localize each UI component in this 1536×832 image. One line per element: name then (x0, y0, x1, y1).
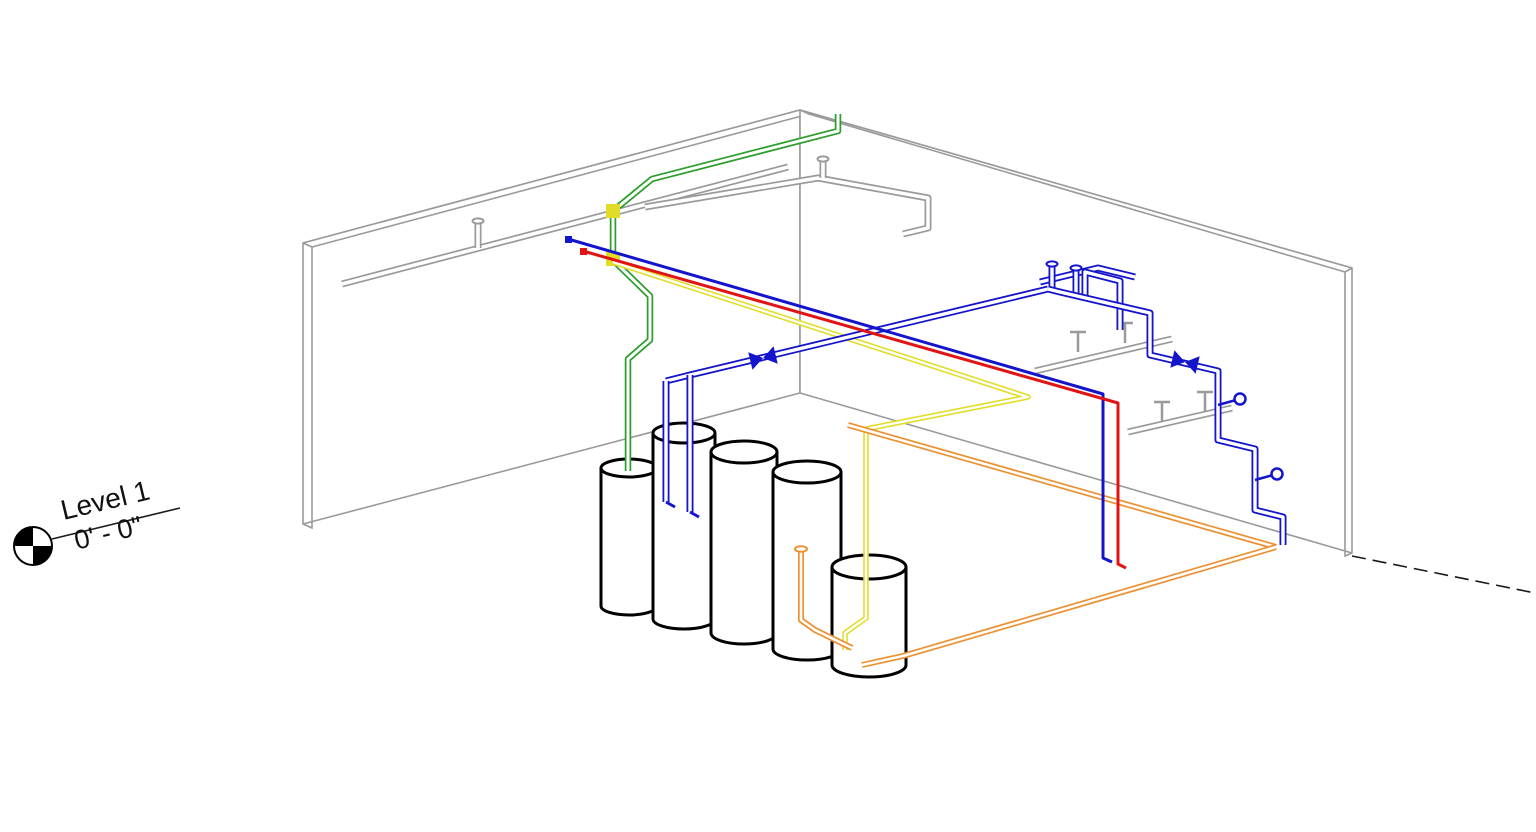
blue-piping (666, 260, 1284, 545)
handwheel-valve-icon (1217, 392, 1247, 407)
red-supply-line (580, 248, 1127, 570)
right-wall-inner-edge (1344, 272, 1353, 558)
gate-valve-icon (1070, 321, 1213, 422)
tank-2 (651, 421, 717, 631)
valve-icon (748, 346, 778, 370)
orange-piping (794, 425, 1276, 665)
storage-tanks (599, 421, 908, 679)
tank-3 (709, 439, 779, 646)
level-line (51, 507, 181, 540)
tank-1 (599, 457, 659, 617)
right-wall-top-edge (799, 109, 1353, 273)
pipe-cap (1045, 260, 1059, 268)
open-pipe-cap (794, 545, 808, 553)
yellow-elbow-fitting (606, 204, 620, 218)
level-marker-icon (13, 526, 53, 566)
pipe-elbow (665, 500, 676, 509)
pipe-cap (471, 217, 485, 225)
handwheel-valve-icon (1254, 467, 1284, 482)
left-wall-inner-edge (302, 247, 313, 530)
pipe-cap (1069, 264, 1083, 272)
pipe-cap (816, 155, 830, 163)
pipe-elbow (689, 510, 700, 519)
gray-piping (342, 155, 1232, 432)
blue-tank-drops (665, 375, 700, 519)
level-line-extension (1351, 555, 1536, 594)
blue-supply-line (565, 236, 1113, 564)
valve-icon (1170, 350, 1200, 374)
